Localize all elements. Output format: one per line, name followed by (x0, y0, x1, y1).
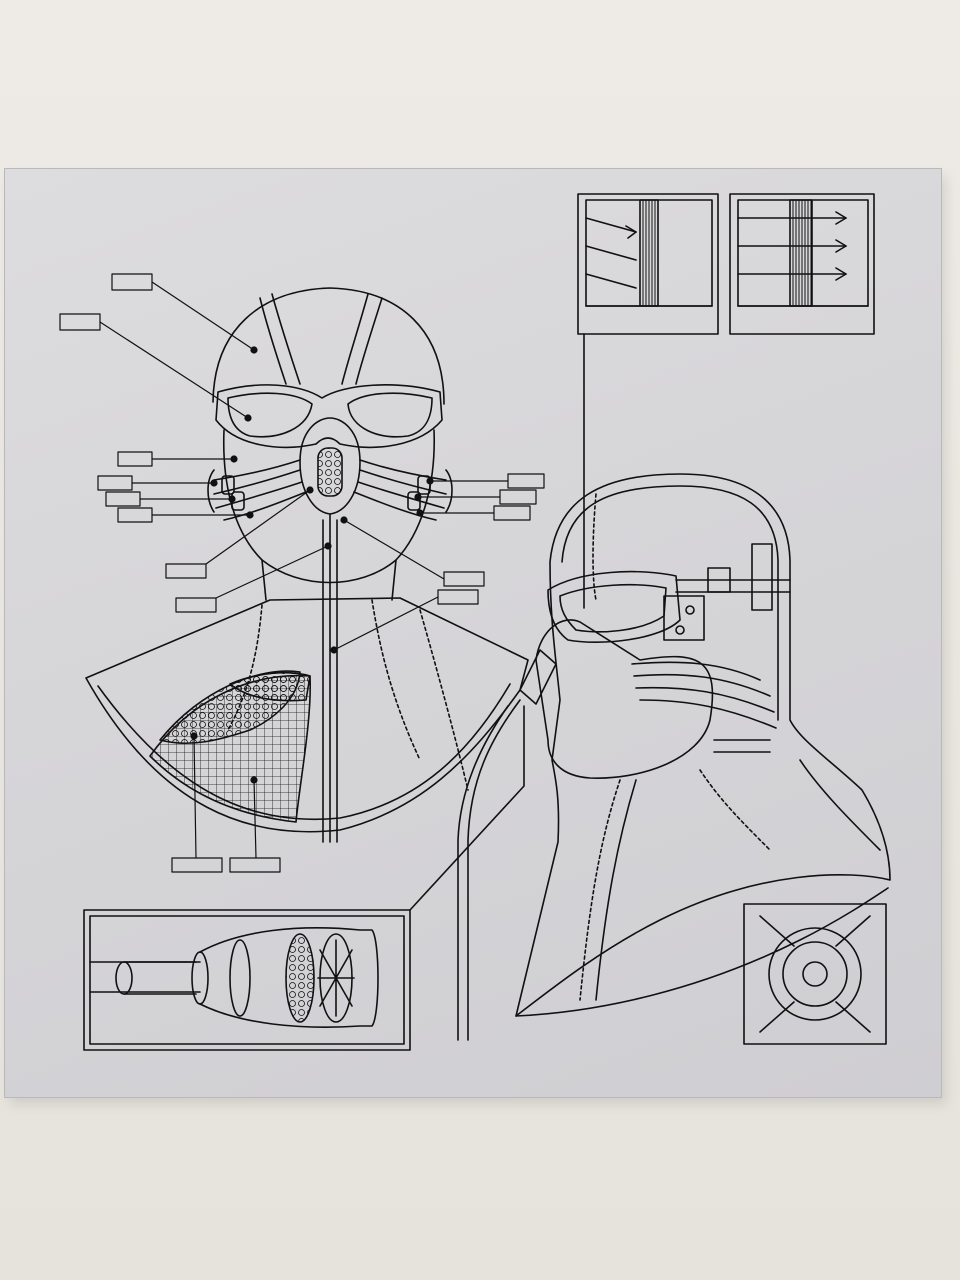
inset-panel-right-top (729, 193, 875, 335)
inset-panel-valve (743, 903, 887, 1045)
callout-labels (59, 273, 545, 873)
front-harness-straps (207, 459, 453, 521)
side-view-figure (457, 473, 891, 1041)
front-helmet (212, 287, 445, 601)
cutaway-layers (149, 670, 312, 823)
inset-panel-connector (83, 909, 411, 1051)
leader-to-connector (409, 705, 525, 911)
front-oxygen-mask (299, 417, 361, 843)
inset-panel-left-top (577, 193, 719, 335)
front-goggles (215, 384, 443, 449)
front-collar (85, 597, 529, 833)
